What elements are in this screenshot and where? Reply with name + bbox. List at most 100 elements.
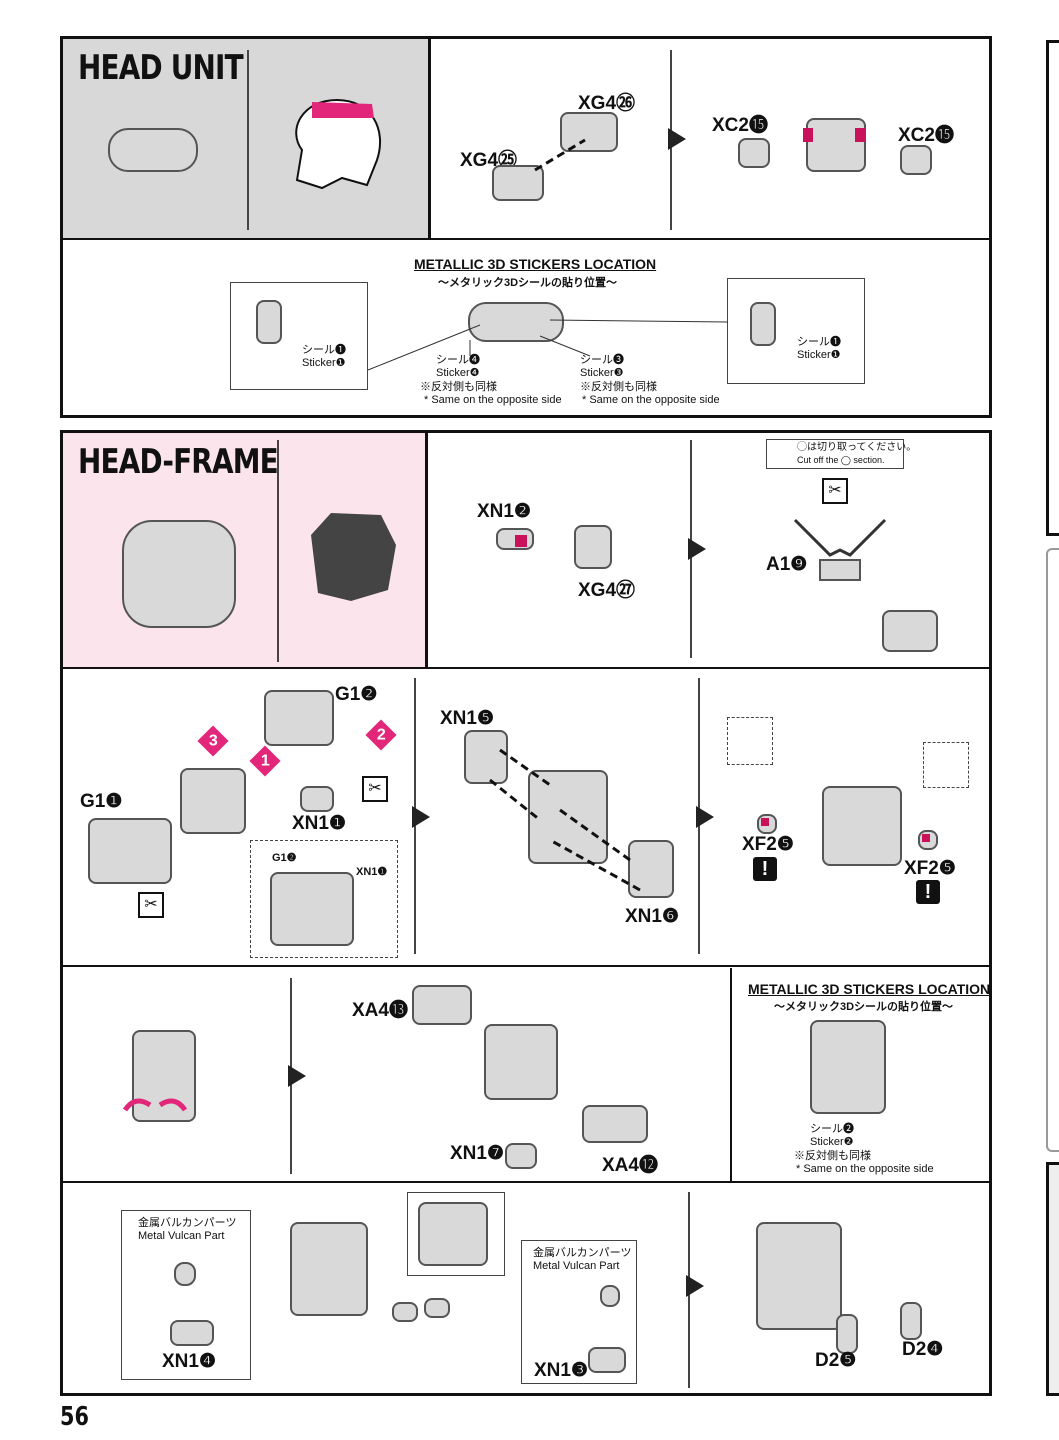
divider <box>63 238 989 240</box>
part-xn1-1 <box>300 786 334 812</box>
sticker-part-thumb <box>750 302 776 346</box>
vulcan-left-en: Metal Vulcan Part <box>138 1230 225 1242</box>
part-xc2-left <box>738 138 770 168</box>
part-g1-1 <box>88 818 172 884</box>
part-head-final <box>756 1222 842 1330</box>
pink-joint <box>515 535 527 547</box>
metal-vulcan-part <box>174 1262 196 1286</box>
sticker-right-en: Sticker❶ <box>797 349 841 361</box>
sticker-2-en: Sticker❷ <box>810 1136 854 1148</box>
nipper-cut-icon: ✂ <box>138 892 164 918</box>
divider <box>277 440 279 662</box>
part-label-xf2-5-left: XF2❺ <box>742 834 794 855</box>
divider <box>63 965 989 967</box>
sticker-location-subtitle-2: ～メタリック3Dシールの貼り位置～ <box>774 1001 954 1013</box>
part-head-xf2 <box>822 786 902 866</box>
part-d2-5 <box>836 1314 858 1354</box>
part-xg4-26 <box>560 112 618 152</box>
sticker-3-en: Sticker❸ <box>580 367 624 379</box>
sticker-location-title-2: METALLIC 3D STICKERS LOCATION <box>748 981 991 997</box>
page-edge-tab <box>1046 1162 1059 1396</box>
part-label-d2-5: D2❺ <box>815 1350 857 1371</box>
part-head-core <box>180 768 246 834</box>
v-fin-part <box>793 518 887 581</box>
part-label-g1-2: G1❷ <box>335 684 378 705</box>
pink-joint <box>761 818 769 826</box>
sticker-part-thumb <box>256 300 282 344</box>
vulcan-right-en: Metal Vulcan Part <box>533 1260 620 1272</box>
part-head-xa4 <box>484 1024 558 1100</box>
sticker-3-note-en: * Same on the opposite side <box>582 394 720 406</box>
part-label-xa4-12: XA4⓬ <box>602 1155 658 1176</box>
leader-lines <box>367 319 729 371</box>
part-label-xn1-4: XN1❹ <box>162 1351 216 1372</box>
part-xn1-3 <box>588 1347 626 1373</box>
metal-vulcan-part <box>600 1285 620 1307</box>
page-number: 56 <box>60 1402 89 1432</box>
sticker-left-en: Sticker❶ <box>302 357 346 369</box>
cut-note-en: Cut off the ◯ section. <box>797 455 885 465</box>
part-d2-4 <box>900 1302 922 1340</box>
sticker-location-subtitle: ～メタリック3Dシールの貼り位置～ <box>438 277 618 289</box>
sticker-2-note-jp: ※反対側も同様 <box>794 1150 871 1162</box>
page-edge-tab <box>1046 40 1059 536</box>
nipper-cut-icon: ✂ <box>362 776 388 802</box>
part-label-xn1-7: XN1❼ <box>450 1143 504 1164</box>
part-a1-insert <box>882 610 938 652</box>
part-label-d2-4: D2❹ <box>902 1339 944 1360</box>
assembly-arrows <box>489 748 641 892</box>
step-arrow <box>288 1065 306 1087</box>
warning-icon: ! <box>753 857 777 881</box>
sticker-left-jp: シール❶ <box>302 344 346 356</box>
sticker-detail-left <box>230 282 368 390</box>
cut-note-jp: ◯は切り取ってください。 <box>797 442 917 453</box>
part-label-xc2-15-left: XC2⓯ <box>712 115 768 136</box>
part-label-xn1-3: XN1❸ <box>534 1360 588 1381</box>
sticker-3-note-jp: ※反対側も同様 <box>580 381 657 393</box>
inset-label-g1-2: G1❷ <box>272 852 297 864</box>
divider <box>247 50 249 230</box>
part-xg4-25 <box>492 165 544 201</box>
sticker-4-en: Sticker❹ <box>436 367 480 379</box>
part-label-xn1-2: XN1❷ <box>477 501 531 522</box>
part-label-xn1-1: XN1❶ <box>292 813 346 834</box>
step-arrow <box>696 806 714 828</box>
step-arrow <box>412 806 430 828</box>
assembly-arrow <box>534 138 586 172</box>
sticker-4-note-jp: ※反対側も同様 <box>420 381 497 393</box>
head-frame-title: HEAD-FRAME <box>78 442 279 482</box>
head-unit-body <box>806 118 866 172</box>
sticker-2-note-en: * Same on the opposite side <box>796 1163 934 1175</box>
vulcan-detail-part <box>418 1202 488 1266</box>
step-arrow <box>686 1275 704 1297</box>
vulcan-left-box <box>121 1210 251 1380</box>
inset-part <box>270 872 354 946</box>
sticker-head-view <box>810 1020 886 1114</box>
part-head-vulcan <box>290 1222 368 1316</box>
pink-joint <box>855 128 865 142</box>
part-label-xn1-5: XN1❺ <box>440 708 494 729</box>
part-label-g1-1: G1❶ <box>80 791 123 812</box>
head-frame-silhouette-icon <box>311 513 396 601</box>
nipper-cut-icon: ✂ <box>822 478 848 504</box>
part-xa4-13 <box>412 985 472 1025</box>
step-arrow <box>688 538 706 560</box>
head-unit-sticker-view <box>468 302 564 342</box>
sticker-2-jp: シール❷ <box>810 1123 854 1135</box>
sticker-3-jp: シール❸ <box>580 354 624 366</box>
part-xc2-right <box>900 145 932 175</box>
vulcan-left-jp: 金属バルカンパーツ <box>138 1217 237 1229</box>
head-unit-title: HEAD UNIT <box>78 48 244 88</box>
sticker-location-title: METALLIC 3D STICKERS LOCATION <box>414 256 657 272</box>
inset-label-xn1-1: XN1❶ <box>356 866 388 878</box>
sticker-4-jp: シール❹ <box>436 354 480 366</box>
page-edge-tab <box>1046 548 1059 1152</box>
part-label-xf2-5-right: XF2❺ <box>904 858 956 879</box>
vulcan-right-jp: 金属バルカンパーツ <box>533 1247 632 1259</box>
head-frame-panel <box>60 430 992 1396</box>
xf2-detail-right <box>923 742 969 788</box>
divider <box>63 667 989 669</box>
head-frame-thumbnail <box>122 520 236 628</box>
part-xn1-5 <box>464 730 508 784</box>
part-g1-2 <box>264 690 334 746</box>
